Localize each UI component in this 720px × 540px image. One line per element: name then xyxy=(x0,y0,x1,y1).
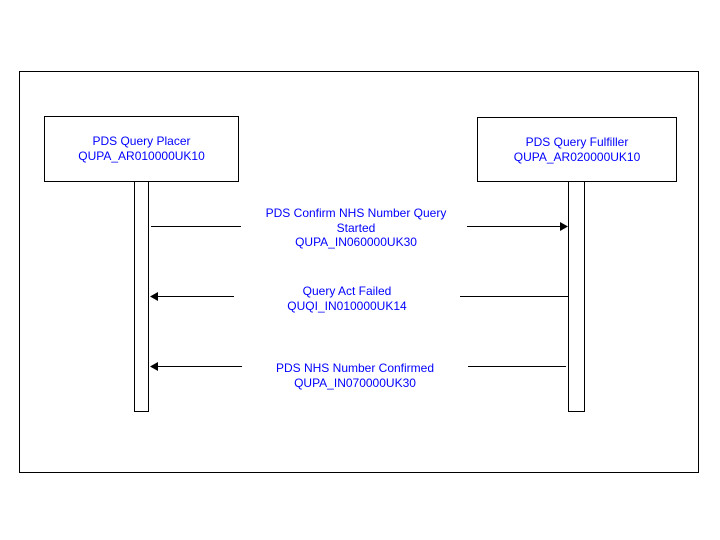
participant-id: QUPA_AR020000UK10 xyxy=(513,149,641,164)
message-name: PDS NHS Number Confirmed xyxy=(275,361,435,375)
message-2-label: Query Act Failed QUQI_IN010000UK14 xyxy=(227,284,467,313)
participant-name: PDS Query Fulfiller xyxy=(525,134,629,149)
participant-id: QUPA_AR010000UK10 xyxy=(78,149,205,163)
lifeline-query-placer xyxy=(134,181,149,412)
message-id: QUPA_IN070000UK30 xyxy=(294,375,416,390)
message-name: PDS Confirm NHS Number Query xyxy=(265,206,447,220)
message-id: QUPA_IN060000UK30 xyxy=(295,235,417,249)
diagram-frame xyxy=(19,71,699,473)
arrowhead-left-icon xyxy=(150,362,158,371)
message-name-cont: Started xyxy=(336,220,376,235)
participant-name: PDS Query Placer xyxy=(92,134,191,148)
arrowhead-left-icon xyxy=(150,292,158,301)
message-id: QUQI_IN010000UK14 xyxy=(287,298,407,313)
message-name: Query Act Failed xyxy=(302,284,392,298)
participant-query-fulfiller: PDS Query Fulfiller QUPA_AR020000UK10 xyxy=(477,117,677,182)
arrowhead-right-icon xyxy=(560,222,568,231)
message-1-label: PDS Confirm NHS Number Query Started QUP… xyxy=(236,206,476,250)
message-3-label: PDS NHS Number Confirmed QUPA_IN070000UK… xyxy=(235,361,475,390)
lifeline-query-fulfiller xyxy=(568,181,585,412)
